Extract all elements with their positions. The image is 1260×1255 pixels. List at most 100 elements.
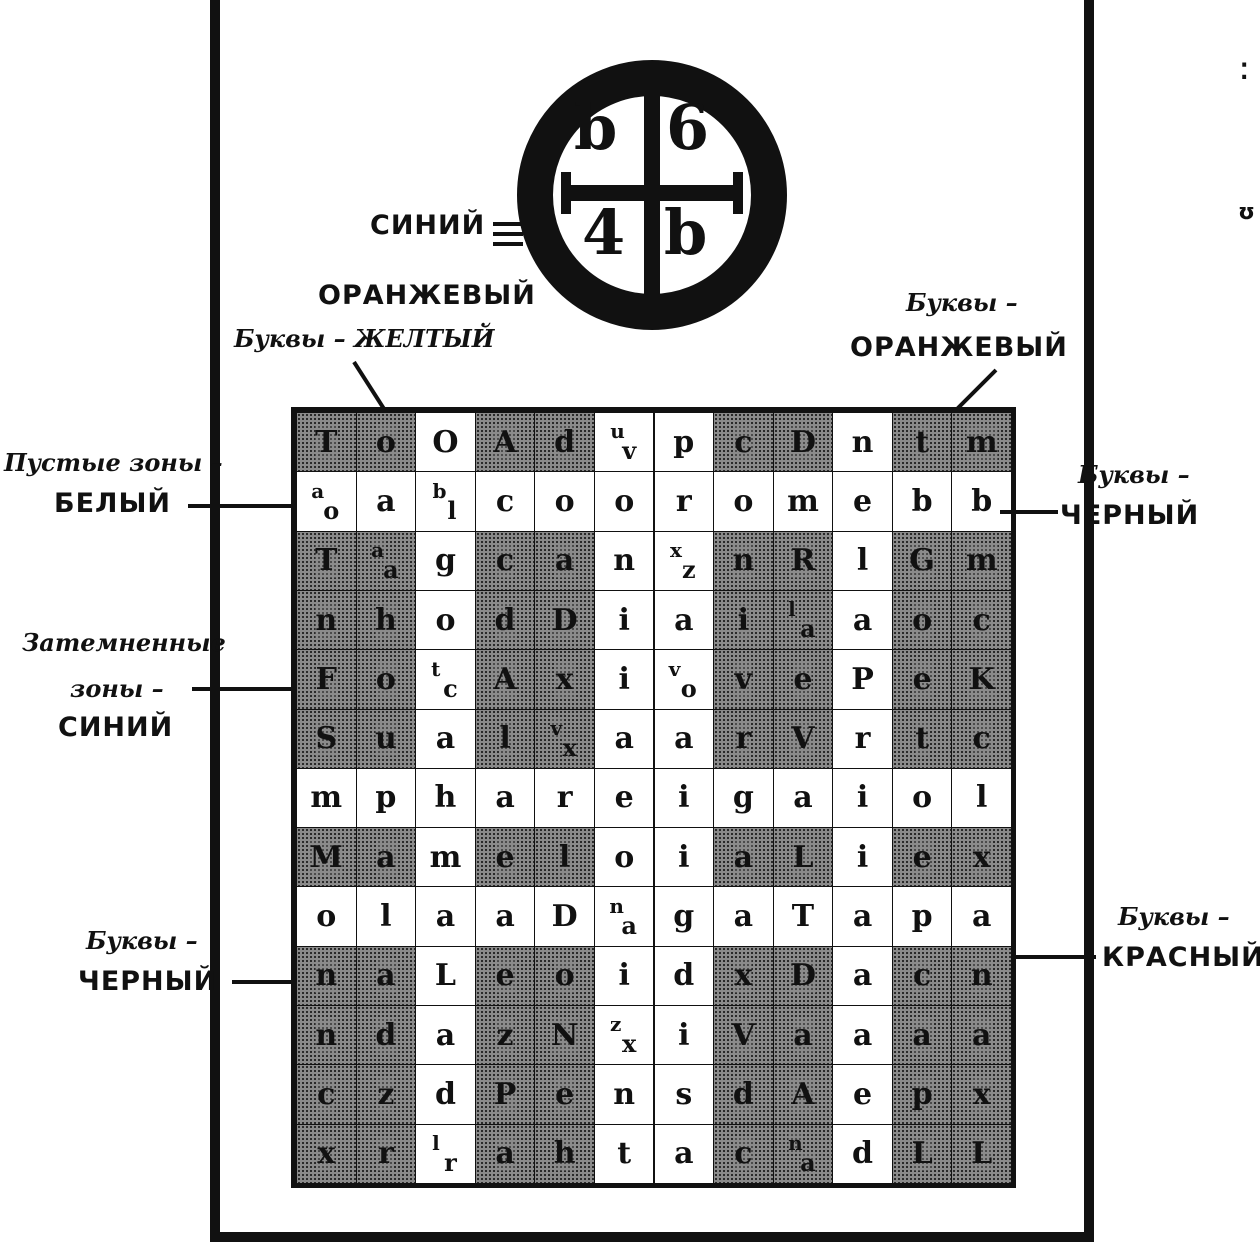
grid-cell: o (713, 471, 774, 532)
grid-cell: x (713, 945, 774, 1007)
red-letters-label-2: КРАСНЫЙ (1102, 942, 1260, 973)
grid-cell: a (832, 589, 893, 651)
grid-cell: M (296, 827, 357, 888)
grid-cell: a (355, 945, 417, 1007)
grid-cell: A (474, 412, 536, 473)
grid-cell: a (951, 886, 1011, 947)
grid-cell: L (891, 1123, 953, 1183)
grid-cell: o (891, 589, 953, 651)
grid-cell: i (832, 767, 893, 829)
grid-cell: h (415, 767, 476, 829)
grid-cell: a (772, 1005, 834, 1066)
grid-cell: x (951, 1064, 1011, 1125)
grid-cell: A (772, 1064, 834, 1125)
margin-mark: ⁚ (1240, 60, 1249, 85)
emblem-icon (517, 60, 787, 330)
ring-orange-label: ОРАНЖЕВЫЙ (318, 280, 536, 311)
grid-cell: a (474, 767, 536, 829)
grid-cell: x (534, 649, 595, 710)
grid-cell: a (951, 1005, 1011, 1066)
emblem-pointer-line (493, 222, 523, 226)
grid-cell: a (653, 589, 715, 651)
emblem-bottom-right: b (664, 196, 708, 269)
grid-cell: a (415, 708, 476, 769)
grid-cell: o (355, 649, 417, 710)
empty-zones-label-2: БЕЛЫЙ (54, 488, 172, 519)
grid-cell: e (832, 471, 893, 532)
black-letters-left-label-2: ЧЕРНЫЙ (78, 966, 218, 997)
grid-cell: c (474, 530, 536, 591)
grid-cell: V (772, 708, 834, 769)
grid-cell: a (415, 886, 476, 947)
grid-cell: n (593, 1064, 655, 1125)
grid-cell: m (951, 530, 1011, 591)
grid-cell: e (891, 649, 953, 710)
grid-cell: n (832, 412, 893, 473)
orange-pointer-line (952, 368, 998, 414)
grid-cell: c (713, 412, 774, 473)
grid-cell: z (474, 1005, 536, 1066)
grid-cell: d (355, 1005, 417, 1066)
empty-zones-label-1: Пустые зоны – (4, 448, 223, 477)
grid-cell: t (891, 412, 953, 473)
grid-cell: a (355, 471, 417, 532)
grid-cell: m (415, 827, 476, 888)
grid-cell: a (832, 886, 893, 947)
grid-cell: b (891, 471, 953, 532)
grid-cell: e (891, 827, 953, 888)
black-letters-left-pointer-line (232, 980, 296, 984)
grid-cell: h (534, 1123, 595, 1183)
grid-cell: R (772, 530, 834, 591)
grid-cell: c (951, 589, 1011, 651)
grid-cell: r (713, 708, 774, 769)
grid-cell: o (891, 767, 953, 829)
grid-cell: i (653, 767, 715, 829)
grid-cell: r (355, 1123, 417, 1183)
grid-cell: a (713, 827, 774, 888)
grid-cell: S (296, 708, 357, 769)
grid-cell: D (534, 886, 595, 947)
grid-cell: c (296, 1064, 357, 1125)
grid-cell: d (653, 945, 715, 1007)
grid-cell: o (296, 886, 357, 947)
grid-cell: n (713, 530, 774, 591)
grid-cell: a (891, 1005, 953, 1066)
grid-cell: p (653, 412, 715, 473)
grid-cell: n (593, 530, 655, 591)
grid-cell: d (832, 1123, 893, 1183)
grid-cell: l (951, 767, 1011, 829)
black-letters-right-pointer-line (1000, 510, 1058, 514)
shaded-zones-label-3: СИНИЙ (58, 712, 174, 743)
grid-cell: l (534, 827, 595, 888)
grid-cell: n (296, 945, 357, 1007)
orange-letters-label-1: Буквы – (906, 288, 1018, 317)
grid-cell: g (713, 767, 774, 829)
grid-cell: a (355, 827, 417, 888)
grid-cell: D (534, 589, 595, 651)
grid-cell: h (355, 589, 417, 651)
grid-cell: A (474, 649, 536, 710)
grid-cell: d (474, 589, 536, 651)
page-frame (210, 0, 1094, 1242)
grid-cell: i (832, 827, 893, 888)
grid-cell: l (355, 886, 417, 947)
grid-cell: i (713, 589, 774, 651)
grid-cell: p (355, 767, 417, 829)
grid-cell: p (891, 1064, 953, 1125)
